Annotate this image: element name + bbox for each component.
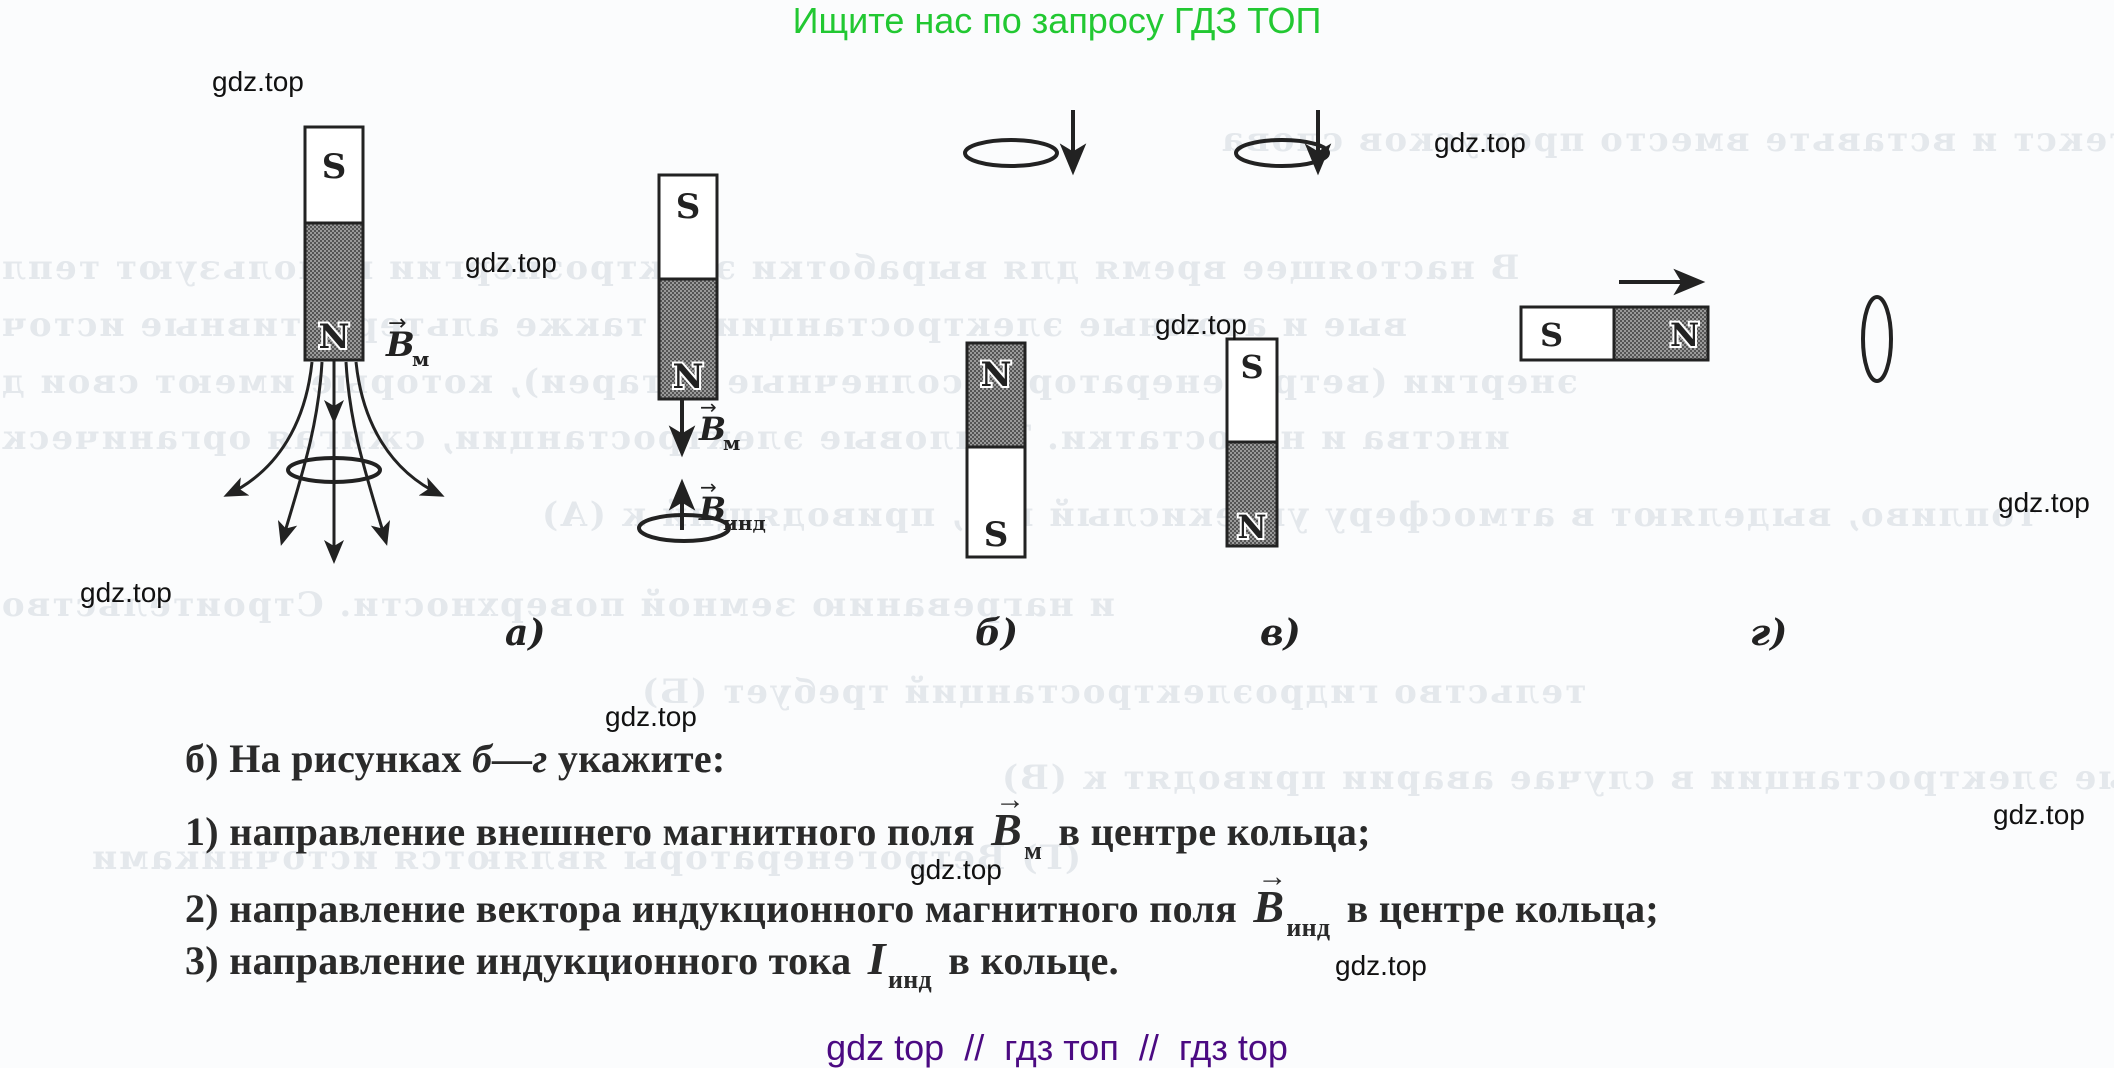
figure-label-g: г) [1750,612,1788,654]
pole-label: N [1670,316,1699,354]
ring [637,513,731,543]
bar-magnet-a [303,125,365,362]
figure-v: S N [1225,110,1332,548]
pole-label: S [1540,316,1563,354]
svg-text:→: → [700,475,717,499]
watermark: gdz.top [80,577,172,608]
watermark: gdz.top [1335,950,1427,981]
figure-b: N S [963,110,1087,559]
figure-b-example: S N B м → B инд → [637,173,766,543]
vector-b-m: →Bм [991,783,1043,865]
ring [1234,138,1330,168]
task-item-1: 1) направление внешнего магнитного поля … [185,783,1371,873]
task-intro: б) На рисунках б—г укажите: [185,736,726,781]
watermark: gdz.top [212,66,304,97]
vector-arrow-icon: → [388,311,406,336]
svg-text:→: → [700,395,717,419]
field-lines [223,360,445,564]
figure-label-b: б) [975,612,1019,654]
ring [963,138,1059,168]
ring [1861,295,1893,383]
watermark: gdz.top [910,854,1002,885]
watermark: gdz.top [1993,799,2085,830]
pole-label: S [322,147,347,187]
pole-label: N [980,355,1011,395]
vector-symbol: B [698,410,726,448]
ring [286,456,382,484]
watermark: gdz.top [465,247,557,278]
vector-subscript: м [723,431,740,455]
figure-label-a: а) [505,612,546,654]
watermark: gdz.top [1155,309,1247,340]
vector-b-ind: →Bинд [1253,860,1331,942]
figure-a: S N B м → [223,125,445,564]
task-item-2: 2) направление вектора индукционного маг… [185,860,1659,950]
promo-banner-top: Ищите нас по запросу ГДЗ ТОП [792,0,1322,41]
pole-label: S [676,187,701,227]
pole-label: S [984,515,1009,555]
current-i-ind: Iинд [867,933,932,995]
pole-label: N [672,357,703,397]
pole-label: N [1237,508,1266,546]
vector-subscript: м [412,347,429,371]
promo-banner-bottom: gdz top // гдз топ // гдз top [826,1027,1288,1068]
watermark: gdz.top [1998,487,2090,518]
figure-label-v: в) [1260,612,1301,654]
vector-symbol: B [385,325,415,365]
pole-label: N [318,317,349,357]
watermark: gdz.top [605,701,697,732]
watermark: gdz.top [1434,127,1526,158]
task-item-3: 3) направление индукционного тока Iинд в… [185,933,1119,1002]
pole-label: S [1240,348,1263,386]
figure-g: S N [1519,268,1893,383]
